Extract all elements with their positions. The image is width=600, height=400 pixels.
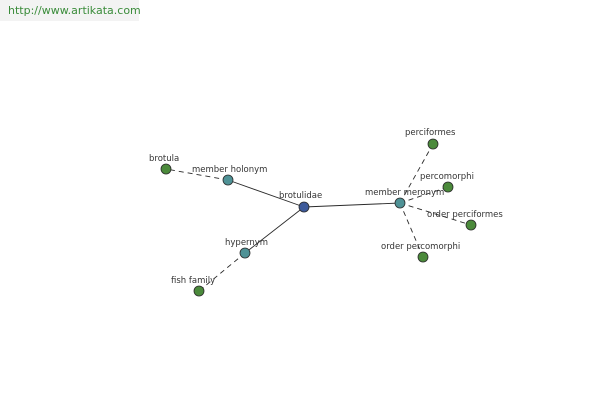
node-member-meronym[interactable] bbox=[394, 197, 406, 209]
node-brotulidae[interactable] bbox=[298, 201, 310, 213]
site-url-link[interactable]: http://www.artikata.com bbox=[8, 4, 141, 17]
label-percomorphi: percomorphi bbox=[420, 172, 474, 182]
label-member-meronym: member meronym bbox=[365, 188, 444, 198]
node-brotula[interactable] bbox=[160, 163, 172, 175]
node-hypernym[interactable] bbox=[239, 247, 251, 259]
label-fish-family: fish family bbox=[171, 276, 215, 286]
node-fish-family[interactable] bbox=[193, 285, 205, 297]
edge-center-member-meronym bbox=[303, 202, 401, 208]
url-banner: http://www.artikata.com bbox=[0, 0, 141, 21]
label-order-percomorphi: order percomorphi bbox=[381, 242, 460, 252]
label-perciformes: perciformes bbox=[405, 128, 456, 138]
label-brotulidae: brotulidae bbox=[279, 191, 322, 201]
edge-meronym-order-perciformes bbox=[399, 202, 472, 226]
edge-holonym-brotula bbox=[165, 168, 229, 181]
edge-center-member-holonym bbox=[227, 179, 305, 208]
label-order-perciformes: order perciformes bbox=[427, 210, 503, 220]
label-member-holonym: member holonym bbox=[192, 165, 267, 175]
node-order-perciformes[interactable] bbox=[465, 219, 477, 231]
node-percomorphi[interactable] bbox=[442, 181, 454, 193]
edge-meronym-order-percomorphi bbox=[399, 202, 424, 258]
node-member-holonym[interactable] bbox=[222, 174, 234, 186]
edge-center-hypernym bbox=[244, 206, 305, 254]
edge-meronym-perciformes bbox=[399, 143, 434, 204]
node-order-percomorphi[interactable] bbox=[417, 251, 429, 263]
label-hypernym: hypernym bbox=[225, 238, 268, 248]
node-perciformes[interactable] bbox=[427, 138, 439, 150]
edge-hypernym-fish-family bbox=[198, 252, 246, 292]
label-brotula: brotula bbox=[149, 154, 179, 164]
